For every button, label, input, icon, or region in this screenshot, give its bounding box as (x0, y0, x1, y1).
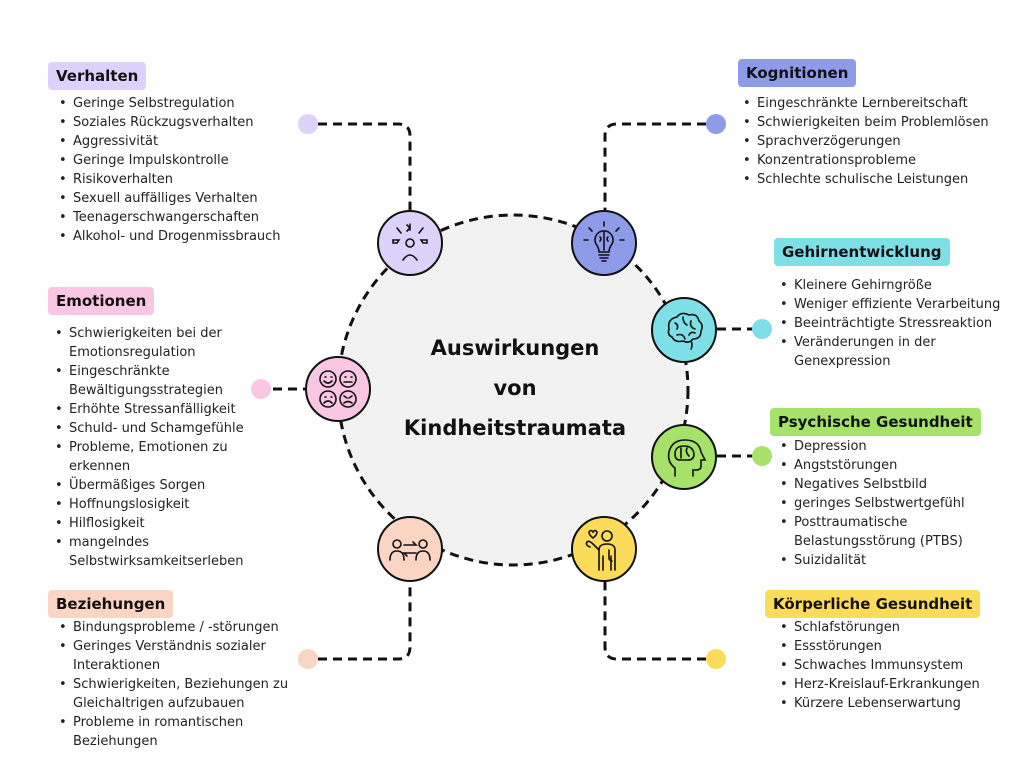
beziehungen-item: Probleme in romantischen Beziehungen (56, 713, 316, 751)
central-title: Auswirkungen von Kindheitstraumata (400, 328, 630, 448)
kognitionen-item: Schlechte schulische Leistungen (740, 170, 990, 189)
dot-koerper (706, 649, 726, 669)
connector-koerper (603, 580, 706, 661)
title-line-2: von (493, 376, 537, 400)
emotionen-item: Übermäßiges Sorgen (52, 476, 252, 495)
psyche-item: Depression (777, 437, 997, 456)
list-koerper: SchlafstörungenEssstörungenSchwaches Imm… (777, 618, 1017, 713)
verhalten-item: Teenagerschwangerschaften (56, 208, 306, 227)
beziehungen-item: Schwierigkeiten, Beziehungen zu Gleichal… (56, 675, 316, 713)
behavior-icon (377, 210, 443, 276)
dot-emotionen (251, 379, 271, 399)
emotionen-item: Erhöhte Stressanfälligkeit (52, 400, 252, 419)
gehirn-item: Weniger effiziente Verarbeitung (777, 295, 1022, 314)
verhalten-item: Risikoverhalten (56, 170, 306, 189)
beziehungen-item: Bindungsprobleme / -störungen (56, 618, 316, 637)
kognitionen-item: Konzentrationsprobleme (740, 151, 990, 170)
dot-kognitionen (706, 114, 726, 134)
emotionen-item: Hilflosigkeit (52, 514, 252, 533)
koerper-item: Herz-Kreislauf-Erkrankungen (777, 675, 1017, 694)
koerper-item: Schlafstörungen (777, 618, 1017, 637)
list-verhalten: Geringe SelbstregulationSoziales Rückzug… (56, 94, 306, 246)
badge-verhalten: Verhalten (48, 62, 147, 90)
verhalten-item: Alkohol- und Drogenmissbrauch (56, 227, 306, 246)
emotionen-item: Schwierigkeiten bei der Emotionsregulati… (52, 324, 252, 362)
emotion-faces-icon (305, 356, 371, 422)
verhalten-item: Aggressivität (56, 132, 306, 151)
psyche-item: Angststörungen (777, 456, 997, 475)
dot-gehirn (752, 319, 772, 339)
list-gehirn: Kleinere GehirngrößeWeniger effiziente V… (777, 276, 1022, 371)
list-kognitionen: Eingeschränkte LernbereitschaftSchwierig… (740, 94, 990, 189)
lightbulb-brain-icon (571, 210, 637, 276)
title-line-3: Kindheitstraumata (403, 416, 627, 440)
emotionen-item: Hoffnungslosigkeit (52, 495, 252, 514)
badge-gehirn: Gehirnentwicklung (774, 238, 950, 266)
relationship-exchange-icon (377, 516, 443, 582)
connector-kognitionen (603, 122, 706, 210)
verhalten-item: Soziales Rückzugsverhalten (56, 113, 306, 132)
koerper-item: Essstörungen (777, 637, 1017, 656)
brain-icon (651, 297, 717, 363)
connector-verhalten (318, 122, 412, 210)
connector-beziehungen (318, 580, 412, 661)
list-emotionen: Schwierigkeiten bei der Emotionsregulati… (52, 324, 252, 571)
kognitionen-item: Schwierigkeiten beim Problemlösen (740, 113, 990, 132)
dot-psyche (752, 446, 772, 466)
verhalten-item: Geringe Impulskontrolle (56, 151, 306, 170)
badge-beziehungen: Beziehungen (48, 590, 174, 618)
psyche-item: geringes Selbstwertgefühl (777, 494, 997, 513)
verhalten-item: Sexuell auffälliges Verhalten (56, 189, 306, 208)
emotionen-item: Schuld- und Schamgefühle (52, 419, 252, 438)
list-beziehungen: Bindungsprobleme / -störungenGeringes Ve… (56, 618, 316, 751)
gehirn-item: Beeinträchtigte Stressreaktion (777, 314, 1022, 333)
emotionen-item: Probleme, Emotionen zu erkennen (52, 438, 252, 476)
kognitionen-item: Eingeschränkte Lernbereitschaft (740, 94, 990, 113)
gehirn-item: Kleinere Gehirngröße (777, 276, 1022, 295)
psyche-item: Posttraumatische Belastungsstörung (PTBS… (777, 513, 997, 551)
badge-emotionen: Emotionen (48, 287, 155, 315)
psyche-item: Negatives Selbstbild (777, 475, 997, 494)
psyche-item: Suizidalität (777, 551, 997, 570)
badge-koerper: Körperliche Gesundheit (765, 590, 981, 618)
badge-kognitionen: Kognitionen (738, 59, 857, 87)
koerper-item: Schwaches Immunsystem (777, 656, 1017, 675)
gehirn-item: Veränderungen in der Genexpression (777, 333, 1022, 371)
beziehungen-item: Geringes Verständnis sozialer Interaktio… (56, 637, 316, 675)
emotionen-item: Eingeschränkte Bewältigungsstrategien (52, 362, 252, 400)
verhalten-item: Geringe Selbstregulation (56, 94, 306, 113)
doctor-icon (571, 516, 637, 582)
koerper-item: Kürzere Lebenserwartung (777, 694, 1017, 713)
emotionen-item: mangelndes Selbstwirksamkeitserleben (52, 533, 252, 571)
kognitionen-item: Sprachverzögerungen (740, 132, 990, 151)
central-circle (336, 213, 690, 567)
list-psyche: DepressionAngststörungenNegatives Selbst… (777, 437, 997, 570)
badge-psyche: Psychische Gesundheit (770, 408, 981, 436)
title-line-1: Auswirkungen (430, 336, 600, 360)
head-brain-icon (651, 424, 717, 490)
